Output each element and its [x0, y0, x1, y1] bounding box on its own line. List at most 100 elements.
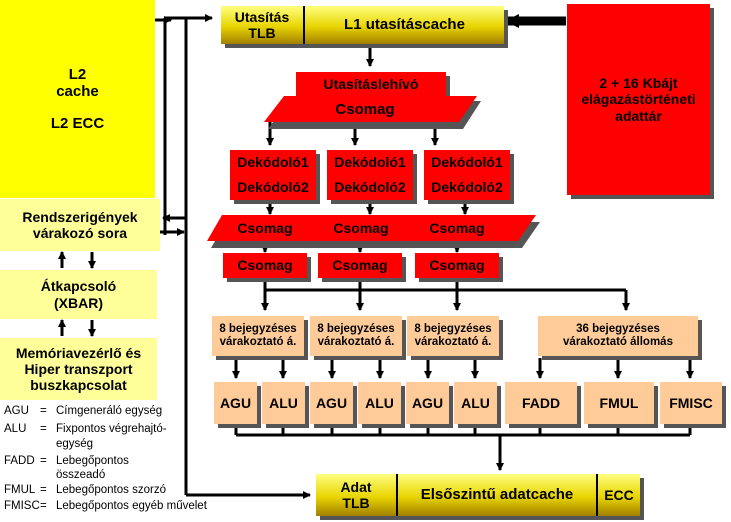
decoder-1: Dekódoló1 Dekódoló2 — [230, 150, 316, 200]
queue-4-a: 36 bejegyzéses — [576, 322, 660, 335]
ecc-label: ECC — [604, 486, 634, 503]
memctrl-line2: Hiper transzport — [24, 360, 133, 377]
l1i-label: L1 utasításcache — [344, 16, 465, 34]
pack-low-1: Csomag — [223, 253, 307, 278]
pack-low-1-label: Csomag — [237, 257, 293, 274]
legend-desc-alu-cont: egység — [56, 438, 94, 450]
decoder-3: Dekódoló1 Dekódoló2 — [424, 150, 510, 200]
branch-line2: elágazástörténeti — [581, 91, 696, 108]
l2-line2: cache — [56, 83, 99, 101]
l1-data-cache: Elsőszintű adatcache — [396, 474, 596, 516]
l2-line1: L2 — [68, 66, 87, 84]
pack-low-2-label: Csomag — [332, 257, 388, 274]
pack-mid-2-label: Csomag — [333, 219, 389, 236]
fetch-label: Utasításlehívó — [323, 75, 419, 92]
pack-mid-2: Csomag — [324, 216, 398, 240]
branch-line1: 2 + 16 Kbájt — [599, 75, 678, 92]
decoder-1-b: Dekódoló2 — [237, 179, 309, 196]
pack-low-3: Csomag — [415, 253, 499, 278]
pack-mid-3-label: Csomag — [429, 219, 485, 236]
instruction-tlb: Utasítás TLB — [221, 6, 303, 44]
branch-line3: adattár — [615, 107, 662, 124]
pack-mid-3: Csomag — [420, 216, 494, 240]
l2-cache: L2 cache L2 ECC — [0, 0, 155, 198]
unit-agu-3: AGU — [406, 382, 449, 424]
unit-fmul-label: FMUL — [599, 394, 639, 411]
unit-fmisc: FMISC — [660, 382, 722, 424]
crossbar: Átkapcsoló (XBAR) — [0, 270, 157, 319]
queue-4: 36 bejegyzéses várakoztató állomás — [538, 316, 698, 356]
pack-low-3-label: Csomag — [429, 257, 485, 274]
legend-eq-alu: = — [40, 423, 47, 435]
queue-2-a: 8 bejegyzéses — [317, 322, 395, 335]
unit-fadd-label: FADD — [521, 394, 561, 411]
l1-instruction-cache: L1 utasításcache — [303, 6, 504, 44]
dtlb-line1: Adat — [340, 478, 372, 495]
legend-desc-fadd: Lebegőpontos — [56, 455, 129, 467]
branch-history-storage: 2 + 16 Kbájt elágazástörténeti adattár — [567, 4, 710, 195]
data-tlb: Adat TLB — [316, 474, 396, 516]
instruction-fetch: Utasításlehívó — [296, 72, 446, 96]
decoder-2-b: Dekódoló2 — [334, 179, 406, 196]
unit-alu-1-label: ALU — [269, 394, 298, 411]
queue-3-b: várakoztató á. — [414, 336, 492, 348]
legend-abbr-alu: ALU — [4, 423, 27, 435]
unit-fmul: FMUL — [584, 382, 654, 424]
unit-alu-2-label: ALU — [365, 394, 394, 411]
memctrl-line1: Memóriavezérlő és — [15, 344, 142, 361]
legend-desc-agu: Címgeneráló egység — [56, 405, 163, 417]
sysreq-line1: Rendszerigények — [22, 208, 138, 225]
legend-desc-fmul: Lebegőpontos szorzó — [56, 484, 166, 496]
legend-eq-fmisc: = — [40, 500, 47, 512]
pack-mid-1: Csomag — [228, 216, 302, 240]
unit-agu-1-label: AGU — [219, 394, 252, 411]
memctrl-line3: buszkapcsolat — [30, 377, 127, 394]
legend-desc-fadd-cont: összeadó — [56, 469, 106, 481]
unit-fmisc-label: FMISC — [669, 394, 713, 411]
unit-alu-1: ALU — [262, 382, 305, 424]
queue-1-b: várakoztató á. — [219, 336, 297, 348]
decoder-2-a: Dekódoló1 — [334, 154, 406, 171]
sysreq-line2: várakozó sora — [32, 225, 128, 241]
xbar-line2: (XBAR) — [54, 294, 103, 311]
legend-eq-fadd: = — [40, 455, 47, 467]
queue-3-a: 8 bejegyzéses — [414, 322, 492, 335]
queue-2-b: várakoztató á. — [317, 336, 395, 348]
legend-eq-agu: = — [40, 405, 47, 417]
l2-ecc: L2 ECC — [50, 114, 105, 132]
queue-4-b: várakoztató állomás — [563, 336, 673, 348]
decoder-2: Dekódoló1 Dekódoló2 — [327, 150, 413, 200]
legend-abbr-fmul: FMUL — [4, 484, 36, 496]
pack-mid-1-label: Csomag — [237, 219, 293, 236]
itlb-line1: Utasítás — [234, 8, 290, 25]
legend-abbr-agu: AGU — [4, 405, 29, 417]
queue-1: 8 bejegyzéses várakoztató á. — [212, 316, 304, 356]
l1d-label: Elsőszintű adatcache — [420, 486, 574, 504]
dtlb-line2: TLB — [342, 495, 370, 511]
decoder-3-a: Dekódoló1 — [431, 154, 503, 171]
pack-low-2: Csomag — [318, 253, 402, 278]
legend-eq-fmul: = — [40, 484, 47, 496]
legend-abbr-fadd: FADD — [4, 455, 35, 467]
system-request-queue: Rendszerigények várakozó sora — [0, 199, 160, 251]
legend-abbr-fmisc: FMISC — [4, 500, 40, 512]
ecc-block: ECC — [596, 474, 640, 516]
queue-1-a: 8 bejegyzéses — [219, 322, 297, 335]
unit-agu-3-label: AGU — [411, 394, 444, 411]
unit-alu-3-label: ALU — [461, 394, 490, 411]
queue-2: 8 bejegyzéses várakoztató á. — [310, 316, 402, 356]
unit-agu-2-label: AGU — [315, 394, 348, 411]
legend-desc-fmisc: Lebegőpontos egyéb művelet — [56, 500, 207, 512]
decoder-1-a: Dekódoló1 — [237, 154, 309, 171]
unit-alu-2: ALU — [358, 382, 401, 424]
queue-3: 8 bejegyzéses várakoztató á. — [407, 316, 499, 356]
xbar-line1: Átkapcsoló — [40, 278, 117, 295]
itlb-line2: TLB — [248, 25, 276, 41]
unit-agu-2: AGU — [310, 382, 353, 424]
decoder-3-b: Dekódoló2 — [431, 179, 503, 196]
unit-agu-1: AGU — [214, 382, 257, 424]
memory-controller: Memóriavezérlő és Hiper transzport buszk… — [0, 338, 157, 400]
